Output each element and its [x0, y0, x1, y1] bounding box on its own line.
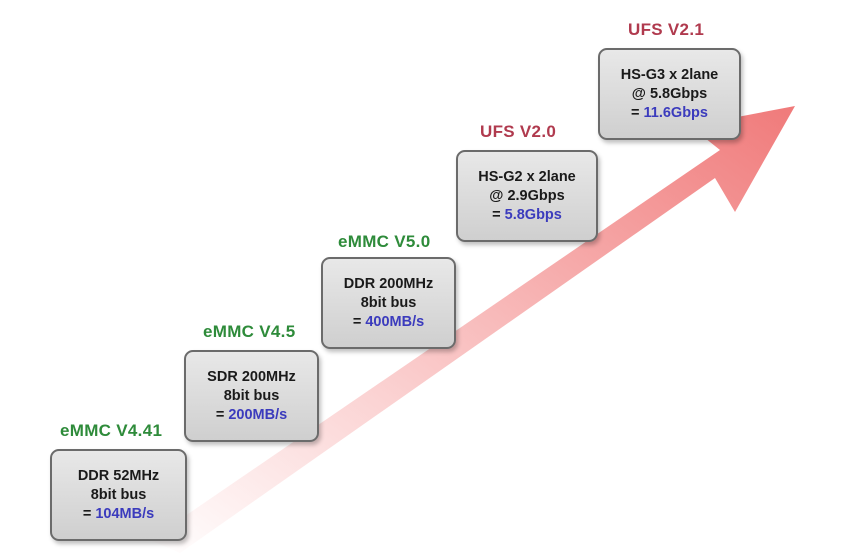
spec-speed-line: = 400MB/s	[353, 313, 424, 332]
spec-speed-line: = 200MB/s	[216, 406, 287, 425]
spec-box-emmc-v5-0: DDR 200MHz 8bit bus = 400MB/s	[321, 257, 456, 349]
spec-box-ufs-v2-0: HS-G2 x 2lane @ 2.9Gbps = 5.8Gbps	[456, 150, 598, 242]
stage-label-ufs-v2-0: UFS V2.0	[480, 122, 557, 141]
speed-value: 400MB/s	[365, 313, 425, 330]
speed-value: 104MB/s	[95, 505, 155, 522]
spec-speed-line: = 5.8Gbps	[492, 206, 562, 225]
equals-sign: =	[215, 406, 229, 423]
spec-line-2: 8bit bus	[360, 294, 417, 311]
spec-speed-line: = 11.6Gbps	[631, 104, 708, 123]
spec-line-1: DDR 200MHz	[343, 275, 434, 292]
stage-label-ufs-v2-1: UFS V2.1	[628, 20, 705, 39]
stage-label-emmc-v4-5: eMMC V4.5	[203, 322, 296, 341]
spec-box-ufs-v2-1: HS-G3 x 2lane @ 5.8Gbps = 11.6Gbps	[598, 48, 741, 140]
spec-line-2: 8bit bus	[90, 486, 147, 503]
spec-line-1: HS-G2 x 2lane	[478, 168, 576, 185]
equals-sign: =	[352, 313, 366, 330]
spec-line-2: @ 2.9Gbps	[489, 187, 565, 204]
speed-value: 11.6Gbps	[643, 104, 708, 121]
spec-box-emmc-v4-41: DDR 52MHz 8bit bus = 104MB/s	[50, 449, 187, 541]
spec-line-1: SDR 200MHz	[207, 368, 296, 385]
spec-line-2: @ 5.8Gbps	[631, 85, 708, 102]
spec-line-1: HS-G3 x 2lane	[620, 66, 719, 83]
spec-box-emmc-v4-5: SDR 200MHz 8bit bus = 200MB/s	[184, 350, 319, 442]
spec-line-1: DDR 52MHz	[77, 467, 160, 484]
equals-sign: =	[492, 206, 505, 223]
equals-sign: =	[631, 104, 644, 121]
equals-sign: =	[82, 505, 96, 522]
speed-value: 5.8Gbps	[504, 206, 562, 223]
spec-line-2: 8bit bus	[223, 387, 280, 404]
speed-value: 200MB/s	[228, 406, 288, 423]
stage-label-emmc-v5-0: eMMC V5.0	[338, 232, 431, 251]
stage-label-emmc-v4-41: eMMC V4.41	[60, 421, 163, 440]
spec-speed-line: = 104MB/s	[83, 505, 154, 524]
